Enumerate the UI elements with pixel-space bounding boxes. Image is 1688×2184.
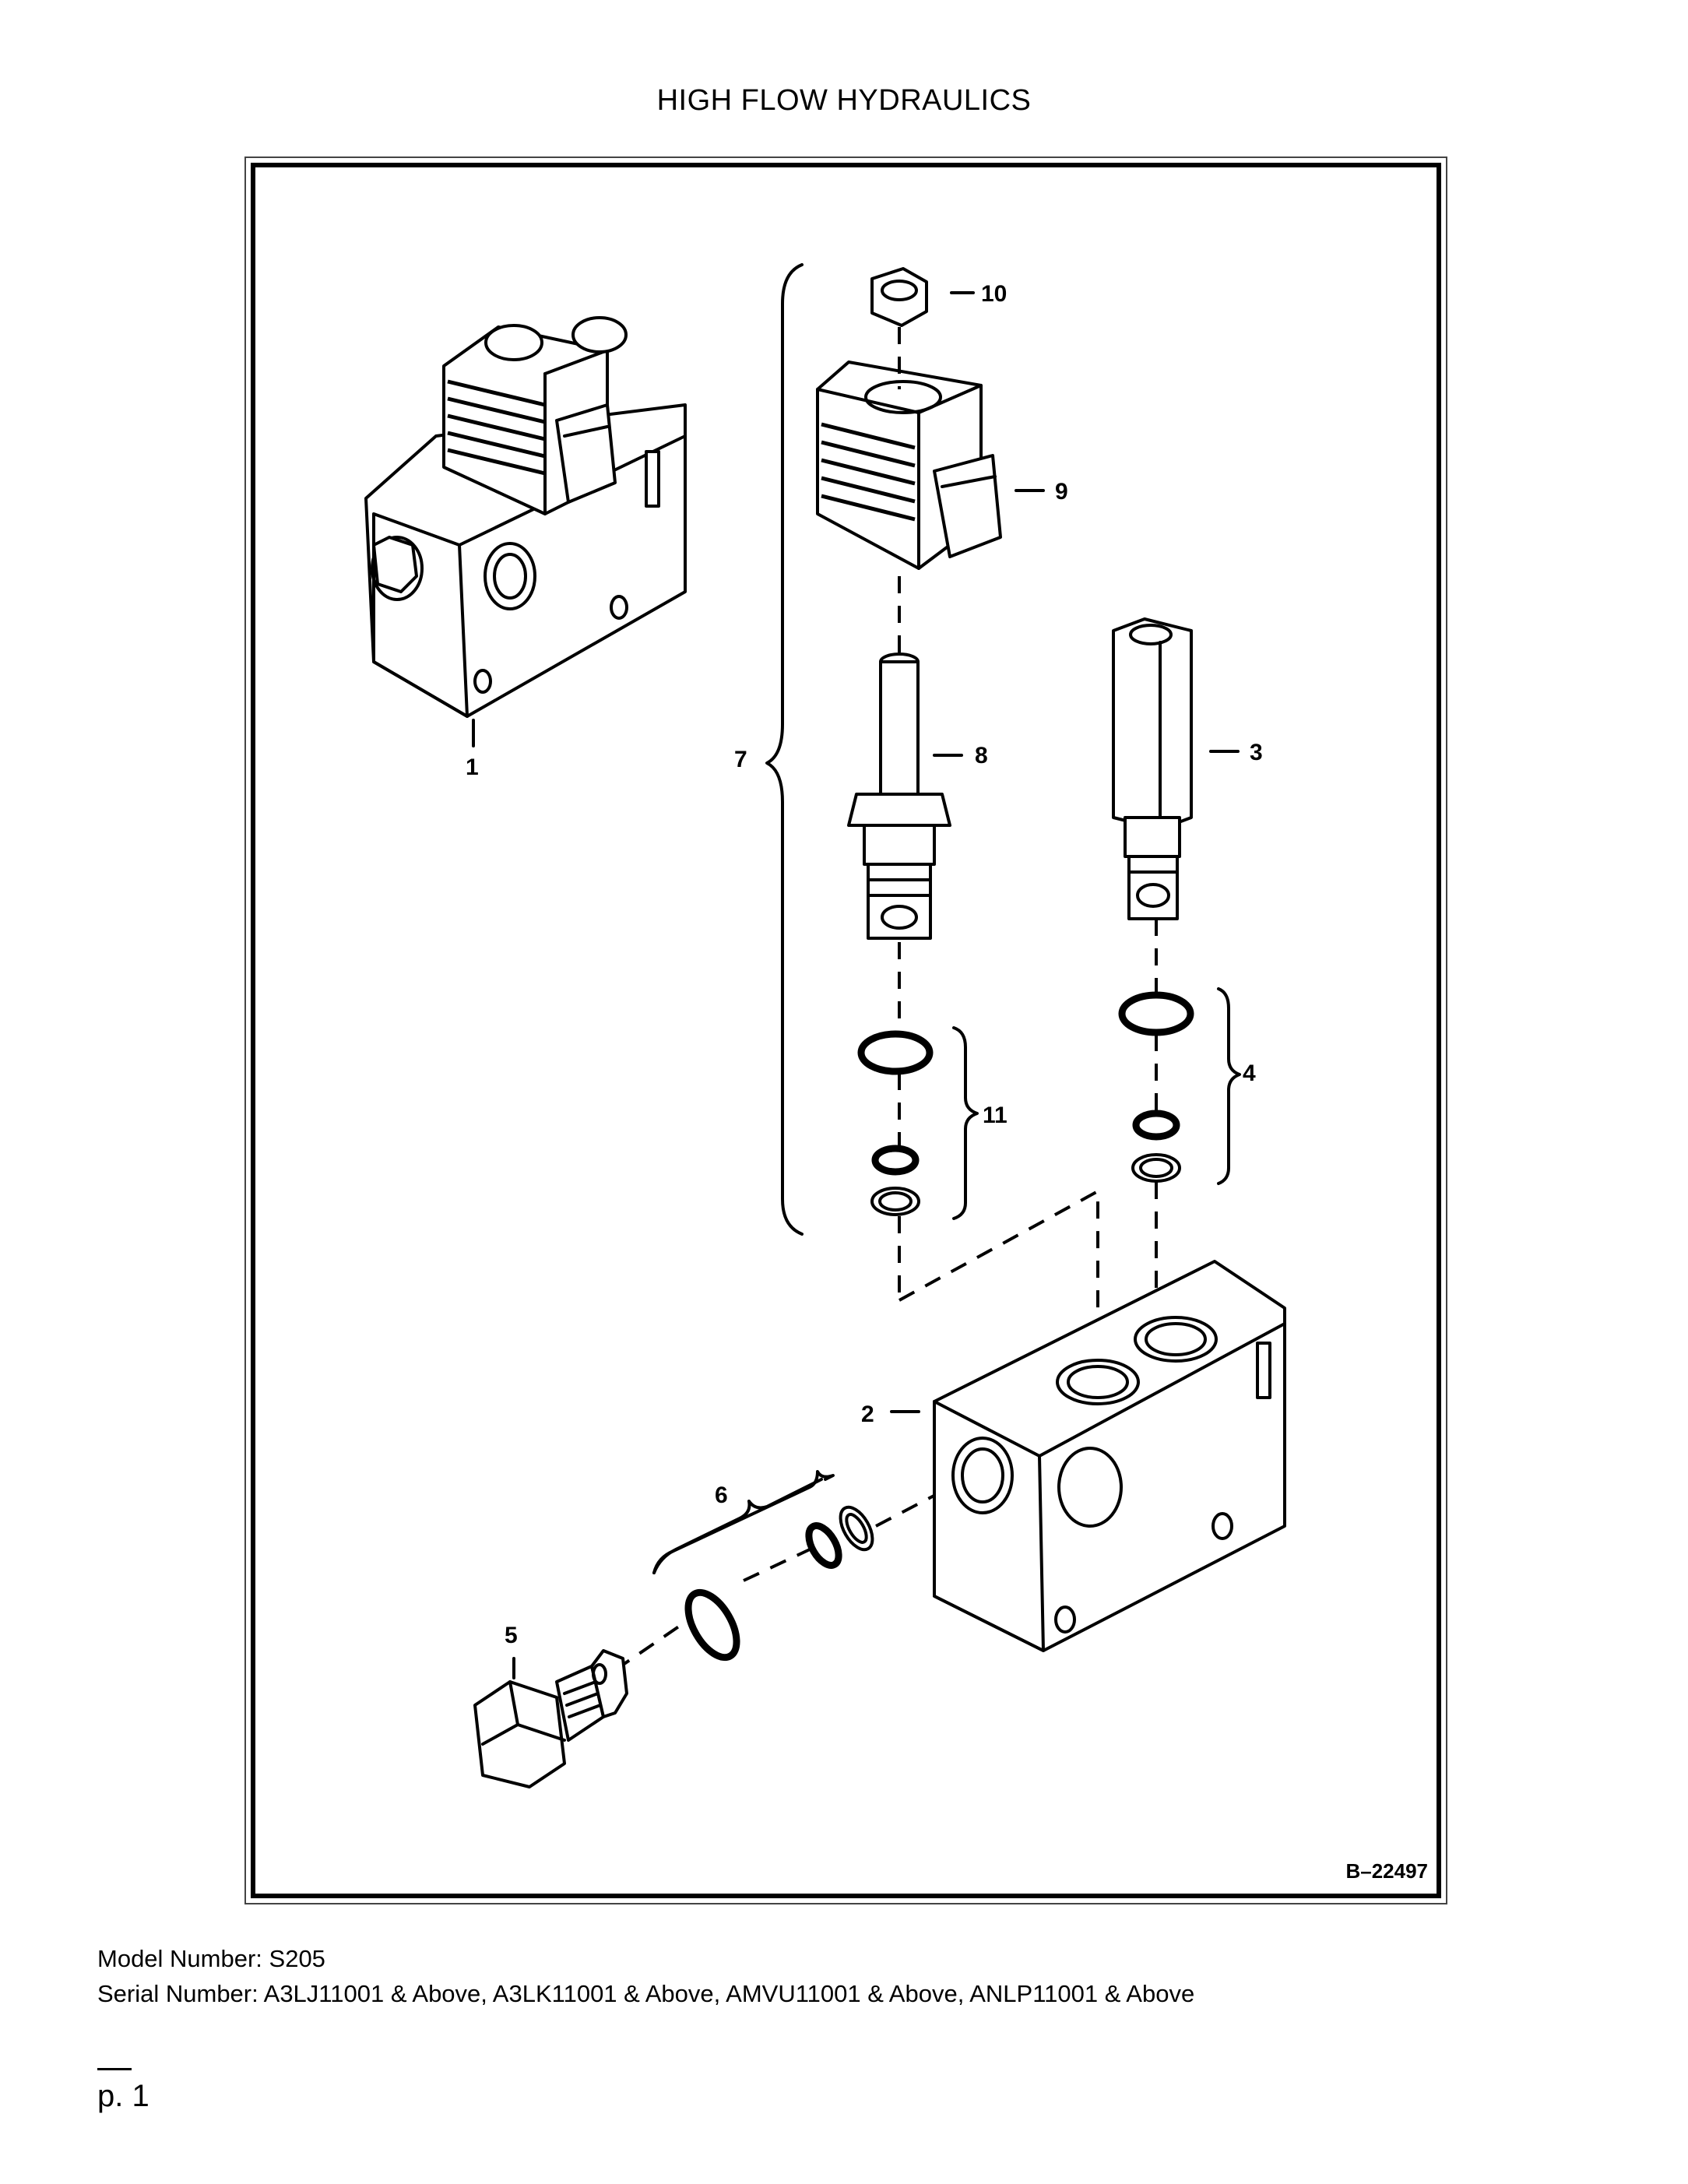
callout-2: 2 (861, 1401, 874, 1427)
assembly-guide-lines (614, 327, 1158, 1672)
model-number: Model Number: S205 (97, 1945, 325, 1972)
part-11-seal-kit (857, 1026, 979, 1220)
callout-10: 10 (981, 281, 1007, 307)
part-2-valve-body (890, 1260, 1286, 1652)
figure-frame (251, 163, 1441, 1898)
callout-8: 8 (975, 743, 988, 768)
callout-5: 5 (505, 1623, 518, 1648)
part-7-brace (765, 263, 804, 1236)
callout-3: 3 (1250, 740, 1263, 765)
part-9-coil (816, 360, 1045, 570)
callout-labels: 1 2 3 4 5 6 7 8 9 10 11 (466, 281, 1263, 1648)
callout-6: 6 (715, 1482, 728, 1508)
callout-4: 4 (1243, 1060, 1256, 1086)
serial-number: Serial Number: A3LJ11001 & Above, A3LK11… (97, 1980, 1195, 2007)
page-number-rule (97, 2068, 132, 2070)
part-3-relief-valve (1112, 617, 1240, 920)
callout-9: 9 (1055, 479, 1068, 505)
figure-reference: B–22497 (1345, 1859, 1428, 1883)
page-number: p. 1 (97, 2079, 149, 2113)
part-1-valve-assembly (364, 316, 687, 747)
page-title: HIGH FLOW HYDRAULICS (656, 84, 1032, 117)
part-6-seal-kit (652, 1470, 874, 1662)
part-8-cartridge-valve (847, 652, 963, 940)
callout-11: 11 (983, 1103, 1008, 1128)
callout-1: 1 (466, 754, 479, 780)
part-5-plug (473, 1649, 628, 1788)
part-4-seal-kit (1118, 987, 1241, 1185)
callout-7: 7 (734, 747, 747, 772)
figure-frame-outer (244, 157, 1447, 1904)
part-10-nut (870, 267, 975, 327)
